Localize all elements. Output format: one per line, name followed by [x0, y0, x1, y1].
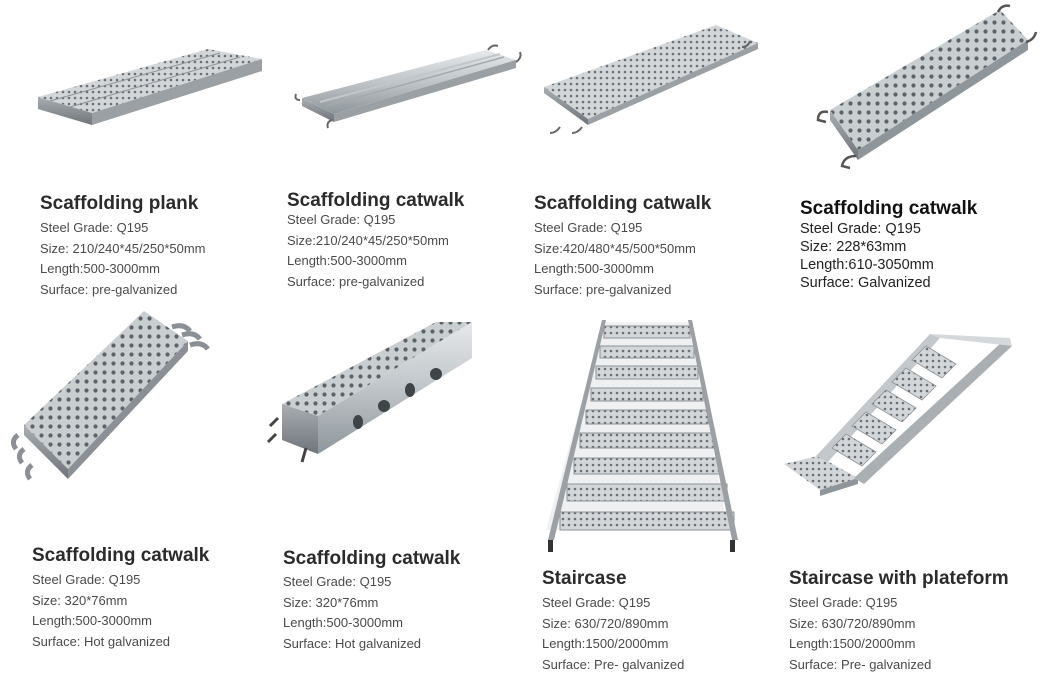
spec-surface: Surface: Hot galvanized: [32, 633, 171, 649]
spec-surface: Surface: Hot galvanized: [283, 635, 422, 651]
product-specs: Steel Grade: Q195 Size: 320*76mm Length:…: [32, 570, 170, 652]
product-specs: Steel Grade: Q195 Size: 228*63mm Length:…: [800, 220, 934, 292]
product-title: Scaffolding plank: [40, 193, 199, 214]
spec-size: Size: 320*76mm: [283, 594, 379, 610]
product-specs: Steel Grade: Q195 Size: 210/240*45/250*5…: [40, 218, 206, 300]
spec-steel-grade: Steel Grade: Q195: [283, 574, 392, 589]
spec-size: Size: 210/240*45/250*50mm: [40, 240, 206, 256]
spec-steel-grade: Steel Grade: Q195: [789, 595, 898, 610]
spec-length: Length:1500/2000mm: [542, 636, 669, 651]
spec-size: Size: 320*76mm: [32, 592, 128, 608]
product-card[interactable]: Scaffolding catwalk Steel Grade: Q195 Si…: [265, 0, 530, 300]
spec-length: Length:500-3000mm: [283, 615, 403, 630]
spec-surface: Surface: pre-galvanized: [287, 273, 425, 289]
product-specs: Steel Grade: Q195 Size:210/240*45/250*50…: [287, 210, 449, 292]
staircase-image: [546, 320, 738, 552]
spec-steel-grade: Steel Grade: Q195: [40, 220, 149, 235]
product-card[interactable]: Scaffolding catwalk Steel Grade: Q195 Si…: [0, 300, 260, 675]
spec-steel-grade: Steel Grade: Q195: [32, 572, 141, 587]
scaffolding-plank-image: [38, 49, 262, 125]
spec-length: Length:610-3050mm: [800, 257, 934, 273]
product-title: Scaffolding catwalk: [32, 545, 210, 566]
product-specs: Steel Grade: Q195 Size:420/480*45/500*50…: [534, 218, 696, 300]
spec-surface: Surface: Galvanized: [800, 275, 931, 291]
staircase-with-platform-image: [784, 334, 1012, 496]
product-card[interactable]: Scaffolding plank Steel Grade: Q195 Size…: [0, 0, 265, 300]
spec-size: Size:420/480*45/500*50mm: [534, 240, 696, 256]
spec-size: Size: 228*63mm: [800, 239, 907, 255]
product-card[interactable]: Scaffolding catwalk Steel Grade: Q195 Si…: [260, 300, 530, 675]
spec-size: Size: 630/720/890mm: [789, 615, 916, 631]
spec-size: Size: 630/720/890mm: [542, 615, 669, 631]
spec-steel-grade: Steel Grade: Q195: [287, 212, 396, 227]
spec-length: Length:500-3000mm: [287, 253, 407, 268]
product-specs: Steel Grade: Q195 Size: 630/720/890mm Le…: [789, 593, 931, 675]
spec-length: Length:500-3000mm: [534, 261, 654, 276]
spec-steel-grade: Steel Grade: Q195: [800, 221, 921, 237]
product-card[interactable]: Scaffolding catwalk Steel Grade: Q195 Si…: [780, 0, 1059, 300]
scaffolding-catwalk-image: [294, 44, 522, 129]
product-title: Scaffolding catwalk: [283, 548, 461, 569]
spec-length: Length:500-3000mm: [32, 613, 152, 628]
product-title: Scaffolding catwalk: [287, 190, 465, 211]
spec-surface: Surface: pre-galvanized: [40, 281, 178, 297]
spec-size: Size:210/240*45/250*50mm: [287, 232, 449, 248]
scaffolding-catwalk-image: [544, 25, 758, 134]
product-title: Staircase with plateform: [789, 568, 1009, 589]
spec-steel-grade: Steel Grade: Q195: [542, 595, 651, 610]
scaffolding-catwalk-image: [10, 311, 210, 481]
spec-length: Length:1500/2000mm: [789, 636, 916, 651]
spec-length: Length:500-3000mm: [40, 261, 160, 276]
spec-surface: Surface: Pre- galvanized: [542, 656, 685, 672]
product-title: Scaffolding catwalk: [800, 198, 978, 219]
product-card[interactable]: Staircase Steel Grade: Q195 Size: 630/72…: [530, 300, 780, 675]
scaffolding-catwalk-image: [266, 322, 472, 463]
product-title: Staircase: [542, 568, 627, 589]
scaffolding-catwalk-image: [816, 4, 1038, 170]
product-specs: Steel Grade: Q195 Size: 630/720/890mm Le…: [542, 593, 684, 675]
product-specs: Steel Grade: Q195 Size: 320*76mm Length:…: [283, 572, 421, 654]
product-card[interactable]: Staircase with plateform Steel Grade: Q1…: [780, 300, 1059, 675]
product-title: Scaffolding catwalk: [534, 193, 712, 214]
spec-surface: Surface: pre-galvanized: [534, 281, 672, 297]
product-card[interactable]: Scaffolding catwalk Steel Grade: Q195 Si…: [530, 0, 780, 300]
spec-surface: Surface: Pre- galvanized: [789, 656, 932, 672]
spec-steel-grade: Steel Grade: Q195: [534, 220, 643, 235]
